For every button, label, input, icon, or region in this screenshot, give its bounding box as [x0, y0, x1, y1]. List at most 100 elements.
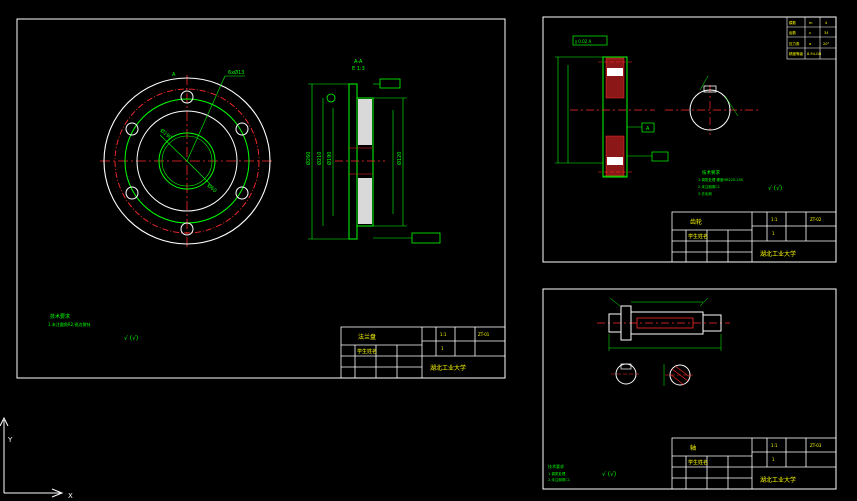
- hub-keyway: [703, 85, 717, 93]
- shaft-end: [702, 314, 722, 332]
- gear-hub-view: [665, 75, 760, 135]
- gear-tech-note-3: 3.去毛刺: [698, 191, 712, 196]
- shaft-roughness-note: √ (√): [602, 471, 616, 478]
- ucs-y-label: Y: [7, 436, 13, 444]
- title-block-1-scale: 1:1: [440, 332, 447, 337]
- sheet-1-frame: [16, 18, 506, 379]
- shaft-tech-title: 技术要求: [548, 463, 564, 469]
- bore-leader: [186, 160, 211, 185]
- param-row-1-sym: m: [809, 21, 813, 25]
- ucs-x-label: X: [68, 492, 73, 500]
- param-row-3-sym: α: [809, 42, 812, 46]
- title-block-2-university: 湖北工业大学: [760, 250, 796, 258]
- gear-tolerance-frame: [572, 35, 608, 46]
- shaft-section-views: [611, 363, 695, 386]
- bolt-hole: [180, 222, 194, 236]
- flange-hatch-upper: [358, 99, 372, 145]
- shaft-keyway: [636, 317, 694, 329]
- gear-outline: [602, 56, 628, 178]
- title-block-2-part: 齿轮: [690, 218, 702, 226]
- param-row-2-val: 34: [824, 31, 829, 35]
- dim-label-mid: Ø210: [316, 152, 323, 165]
- tech-requirements-title: 技术要求: [50, 313, 70, 320]
- title-block-2-scale: 1:1: [771, 217, 778, 222]
- sheet-3-shaft: 技术要求 1.调质处理 2.未注倒角C1 √ (√) 轴 学生姓名 1:1 1 …: [542, 288, 837, 490]
- view-marker-a: A: [172, 72, 176, 78]
- title-block-3-university: 湖北工业大学: [760, 476, 796, 484]
- shaft-section-a-key: [620, 363, 632, 370]
- bolt-hole: [180, 90, 194, 104]
- dim-label-outer: Ø260: [305, 152, 312, 165]
- param-row-4-val: 8-Fd-GB: [807, 52, 822, 56]
- gear-datum-label: A: [646, 126, 650, 132]
- datum-box-top: [379, 78, 401, 89]
- scale-label: E 1:3: [352, 66, 365, 72]
- title-block-3-scale: 1:1: [771, 443, 778, 448]
- pcd-leader2: [159, 134, 188, 162]
- title-block-2: [671, 211, 837, 263]
- param-row-2-name: 齿数: [789, 30, 797, 35]
- datum-circle: [326, 93, 336, 103]
- sheet-3-frame: [542, 288, 837, 490]
- flange-bolt-circle: [114, 88, 260, 234]
- roughness-note: √ (√): [124, 335, 138, 342]
- flange-outer-circle: [103, 77, 271, 245]
- gear-hatch-upper: [605, 57, 625, 99]
- title-block-2-drawn: 学生姓名: [688, 233, 708, 240]
- bolt-hole: [235, 122, 249, 136]
- shaft-leader: [609, 297, 621, 307]
- title-block-3-code: ZT-03: [810, 443, 822, 448]
- title-block-3-drawn: 学生姓名: [688, 459, 708, 466]
- bolt-hole: [235, 186, 249, 200]
- gear-tech-note-1: 1.调质处理 硬度HB220-250: [698, 177, 743, 182]
- param-row-2-sym: z: [809, 31, 811, 35]
- bolt-hole: [125, 122, 139, 136]
- section-dimensions: [308, 83, 407, 240]
- pcd-dim-label: Ø190: [159, 127, 174, 141]
- ucs-icon: [0, 416, 64, 498]
- flange-disc-section: [348, 83, 358, 240]
- param-row-1-val: 4: [825, 21, 828, 25]
- title-block-1-sheet: 1: [441, 346, 444, 351]
- pcd-leader: [186, 75, 226, 162]
- gear-tech-title: 技术要求: [702, 169, 720, 176]
- gear-hatch-lower: [605, 135, 625, 177]
- shaft-leader: [699, 297, 709, 307]
- param-row-4-name: 精度等级: [789, 51, 803, 56]
- gear-web-lower: [607, 157, 623, 165]
- tech-requirements-note: 1.未注圆角R2,锐边倒钝: [48, 321, 90, 327]
- bolt-holes: [125, 90, 249, 236]
- title-block-3: [671, 437, 837, 490]
- hub-leader: [724, 95, 739, 117]
- title-block-3-sheet: 1: [772, 457, 775, 462]
- hole-callout-label: 6xØ13: [228, 69, 244, 76]
- bore-dim-label: Ø60: [206, 182, 218, 194]
- sheet-1-flange: 6xØ13 A Ø60 Ø190 A-A E 1:3: [16, 18, 506, 379]
- title-block-1-code: ZT-01: [478, 332, 490, 337]
- gear-tolerance-label: ∥ 0.02 A: [575, 39, 591, 44]
- hub-leader: [699, 75, 709, 91]
- shaft-tech-note-2: 2.未注倒角C1: [548, 477, 570, 482]
- param-row-3-val: 20°: [823, 42, 829, 46]
- shaft-tech-note-1: 1.调质处理: [548, 471, 566, 476]
- flange-bore: [158, 132, 216, 190]
- flange-hub-section: [356, 97, 374, 227]
- title-block-2-code: ZT-02: [810, 217, 822, 222]
- flange-bore-chamfer: [161, 135, 213, 187]
- gear-datum-box: [641, 122, 655, 133]
- gear-tolerance-frame-2: [651, 151, 669, 162]
- title-block-3-part: 轴: [690, 444, 696, 452]
- param-row-3-name: 压力角: [789, 41, 800, 46]
- gear-web-upper: [607, 68, 623, 76]
- title-block-1: [340, 326, 506, 379]
- title-block-1-drawn: 学生姓名: [357, 348, 377, 355]
- shaft-main-view: [597, 297, 730, 351]
- sheet-2-gear: 模数 m 4 齿数 z 34 压力角 α 20° 精度等级 8-Fd-GB: [542, 16, 837, 263]
- title-block-1-university: 湖北工业大学: [430, 364, 466, 372]
- title-block-2-sheet: 1: [772, 231, 775, 236]
- flange-boss-inner: [136, 110, 238, 212]
- gear-tech-note-2: 2.未注倒角C1: [698, 184, 720, 189]
- title-block-1-part: 法兰盘: [358, 333, 376, 341]
- tolerance-box-bottom: [411, 232, 441, 244]
